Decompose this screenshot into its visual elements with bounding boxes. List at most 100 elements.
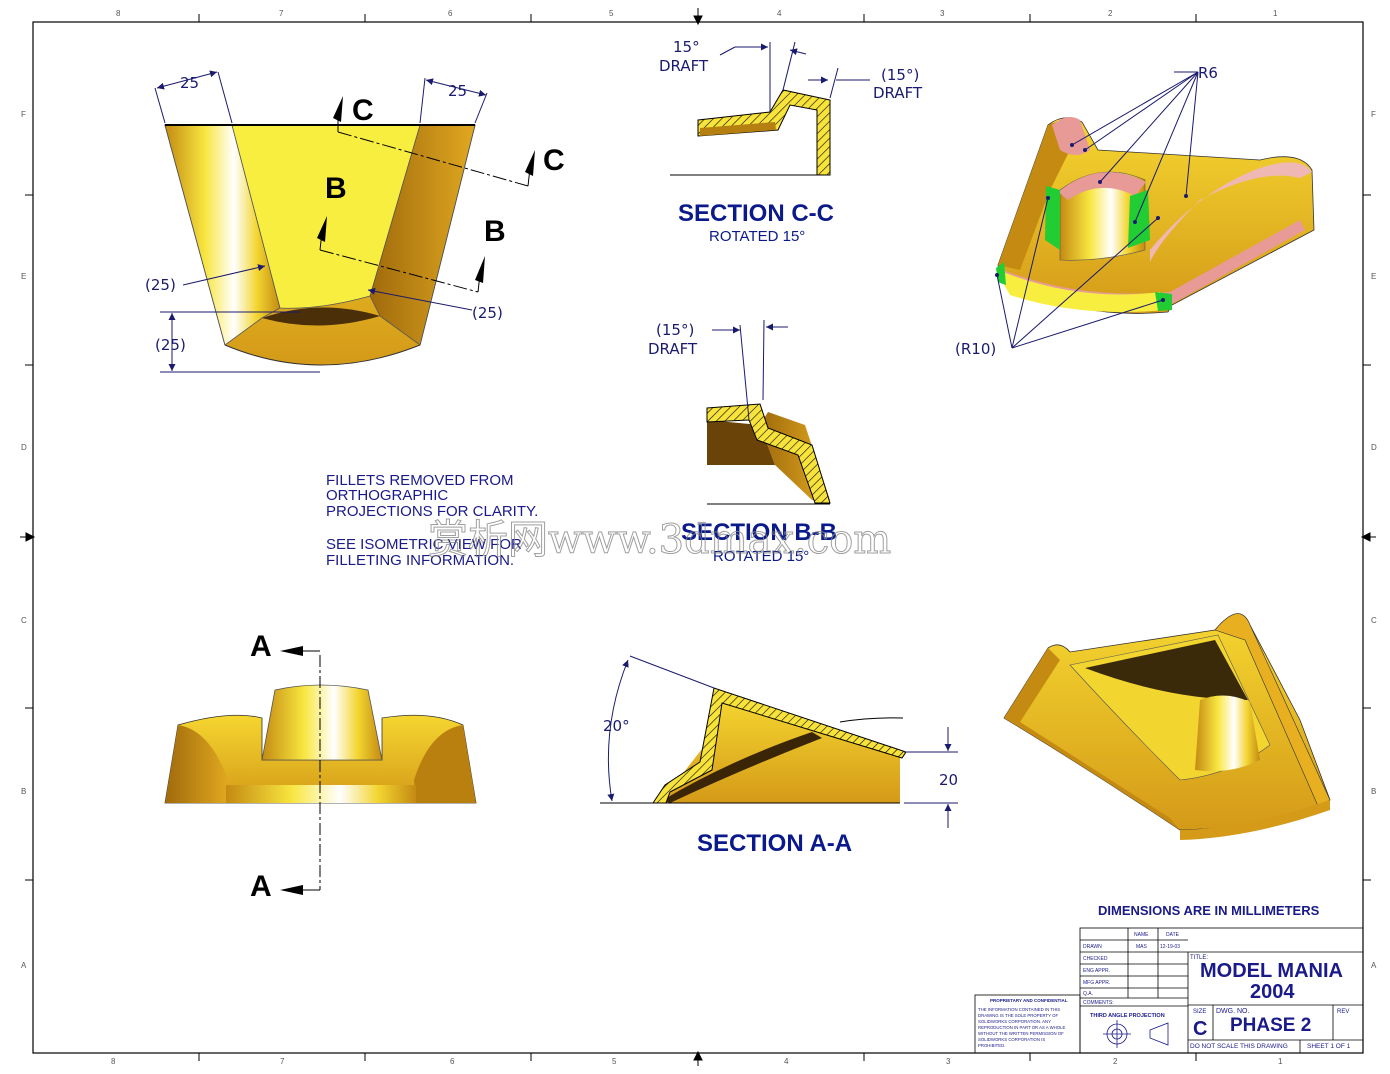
section-cc-draft-right-word: DRAFT [873, 84, 923, 102]
scale-note: DO NOT SCALE THIS DRAWING [1190, 1043, 1288, 1050]
notes-block: FILLETS REMOVED FROM ORTHOGRAPHIC PROJEC… [326, 472, 538, 569]
front-view-base-band [226, 785, 416, 803]
section-cc-draft-left-word: DRAFT [659, 57, 709, 75]
projection-symbol-icon [1103, 1020, 1169, 1048]
section-cc-face [700, 122, 776, 136]
section-aa-height-dim: 20 [939, 771, 958, 789]
dwg-no-value: PHASE 2 [1230, 1015, 1311, 1036]
iso-boss-left-corner [1045, 186, 1060, 250]
iso-bottom-base-edge [1180, 800, 1330, 840]
section-aa-cavity [663, 732, 822, 803]
zone-top-5: 5 [609, 9, 614, 18]
zone-left-B: B [21, 787, 26, 796]
title-label: TITLE: [1190, 955, 1208, 961]
row-mfg-appr: MFG APPR. [1083, 980, 1110, 986]
row-checked: CHECKED [1083, 956, 1108, 962]
section-bb-draft-word: DRAFT [648, 340, 698, 358]
section-cc-title: SECTION C-C [678, 200, 834, 227]
proprietary-line-2: DRAWING IS THE SOLE PROPERTY OF [978, 1013, 1058, 1018]
iso-bottom-left-wall [1004, 648, 1180, 830]
zone-left-A: A [21, 961, 27, 970]
iso-boss-top-fillet [1058, 172, 1146, 200]
section-bb-draft-angle: (15°) [656, 321, 694, 339]
iso-bottom-boss [1195, 695, 1260, 772]
iso-r10-label: (R10) [955, 340, 996, 358]
zone-right-C: C [1371, 616, 1377, 625]
zone-labels-top: 8 7 6 5 4 3 2 1 [116, 9, 1278, 18]
zone-top-2: 2 [1108, 9, 1113, 18]
cut-arrow-c-2 [525, 150, 535, 176]
zone-top-8: 8 [116, 9, 121, 18]
section-aa-profile [652, 687, 907, 804]
row-comments: COMMENTS: [1083, 1000, 1114, 1006]
dwg-no-label: DWG. NO. [1216, 1008, 1249, 1015]
dim-bottom: (25) [155, 336, 186, 354]
iso-boss-right-corner [1128, 190, 1150, 248]
front-view-boss [261, 684, 383, 761]
cut-label-b-2: B [484, 215, 506, 248]
note-line-4: SEE ISOMETRIC VIEW FOR [326, 536, 522, 553]
zone-right-F: F [1371, 110, 1376, 119]
proprietary-line-3: SOLIDWORKS CORPORATION. ANY [978, 1019, 1051, 1024]
drawing-title-line-2: 2004 [1250, 981, 1295, 1003]
zone-labels-right: F E D C B A [1371, 110, 1377, 970]
cut-line-b [319, 249, 479, 293]
dim-left-wall: (25) [145, 276, 176, 294]
zone-right-D: D [1371, 443, 1377, 452]
section-cc-draft-right-angle: (15°) [881, 66, 919, 84]
top-view: C C B B 25 25 (25) (25) (25) [145, 70, 565, 373]
iso-base-fillet [1003, 220, 1305, 306]
rev-label: REV [1337, 1009, 1349, 1015]
section-bb-title: SECTION B-B [681, 519, 837, 546]
note-line-3: PROJECTIONS FOR CLARITY. [326, 503, 538, 520]
note-line-2: ORTHOGRAPHIC [326, 487, 448, 504]
section-aa: 20° 20 SECTION A-A [600, 655, 958, 857]
zone-bottom-1: 1 [1278, 1057, 1283, 1066]
proprietary-line-6: SOLIDWORKS CORPORATION IS [978, 1037, 1045, 1042]
section-bb-subtitle: ROTATED 15° [713, 548, 809, 565]
col-date: DATE [1166, 932, 1180, 938]
top-view-floor [231, 124, 421, 309]
iso-top-fillet [1052, 116, 1090, 155]
note-line-1: FILLETS REMOVED FROM [326, 472, 514, 489]
cut-arrow-b-2 [475, 256, 485, 283]
drawn-date: 12-19-03 [1160, 944, 1180, 950]
proprietary-line-5: WITHOUT THE WRITTEN PERMISSION OF [978, 1031, 1064, 1036]
iso-view-top: R6 (R10) [955, 64, 1315, 358]
zone-bottom-6: 6 [450, 1057, 455, 1066]
section-cc-draft-left-angle: 15° [673, 38, 700, 56]
zone-top-7: 7 [279, 9, 284, 18]
proprietary-line-1: THE INFORMATION CONTAINED IN THIS [978, 1007, 1060, 1012]
cut-label-a-1: A [250, 630, 272, 663]
row-drawn: DRAWN [1083, 944, 1102, 950]
front-view: A A [164, 630, 477, 903]
zone-top-1: 1 [1273, 9, 1278, 18]
zone-left-E: E [21, 272, 26, 281]
iso-bottom-cavity-floor [1085, 640, 1248, 700]
zone-bottom-7: 7 [280, 1057, 285, 1066]
cut-arrow-c-1 [333, 96, 343, 122]
title-block: DIMENSIONS ARE IN MILLIMETERS NAME DATE … [974, 903, 1364, 1054]
proprietary-line-4: REPRODUCTION IN PART OR AS A WHOLE [978, 1025, 1066, 1030]
dim-right-width: 25 [448, 82, 467, 100]
note-line-5: FILLETING INFORMATION. [326, 552, 514, 569]
cut-arrow-a-1 [280, 646, 303, 656]
iso-side-fillet [1150, 162, 1312, 262]
cut-arrow-a-2 [280, 885, 303, 895]
zone-bottom-5: 5 [612, 1057, 617, 1066]
col-name: NAME [1134, 932, 1149, 938]
zone-ticks [25, 14, 1371, 1061]
zone-right-E: E [1371, 272, 1376, 281]
section-bb-profile [706, 403, 831, 504]
dim-left-width: 25 [180, 74, 199, 92]
iso-r6-label: R6 [1198, 64, 1218, 82]
section-cc: 15° DRAFT (15°) DRAFT SECTION C-C ROTATE… [659, 38, 923, 245]
zone-bottom-2: 2 [1113, 1057, 1118, 1066]
zone-right-B: B [1371, 787, 1376, 796]
drawn-name: MAS [1136, 944, 1148, 950]
zone-bottom-4: 4 [784, 1057, 789, 1066]
front-view-right-fillet [414, 725, 476, 803]
zone-right-A: A [1371, 961, 1377, 970]
section-aa-angle-dim: 20° [603, 717, 630, 735]
